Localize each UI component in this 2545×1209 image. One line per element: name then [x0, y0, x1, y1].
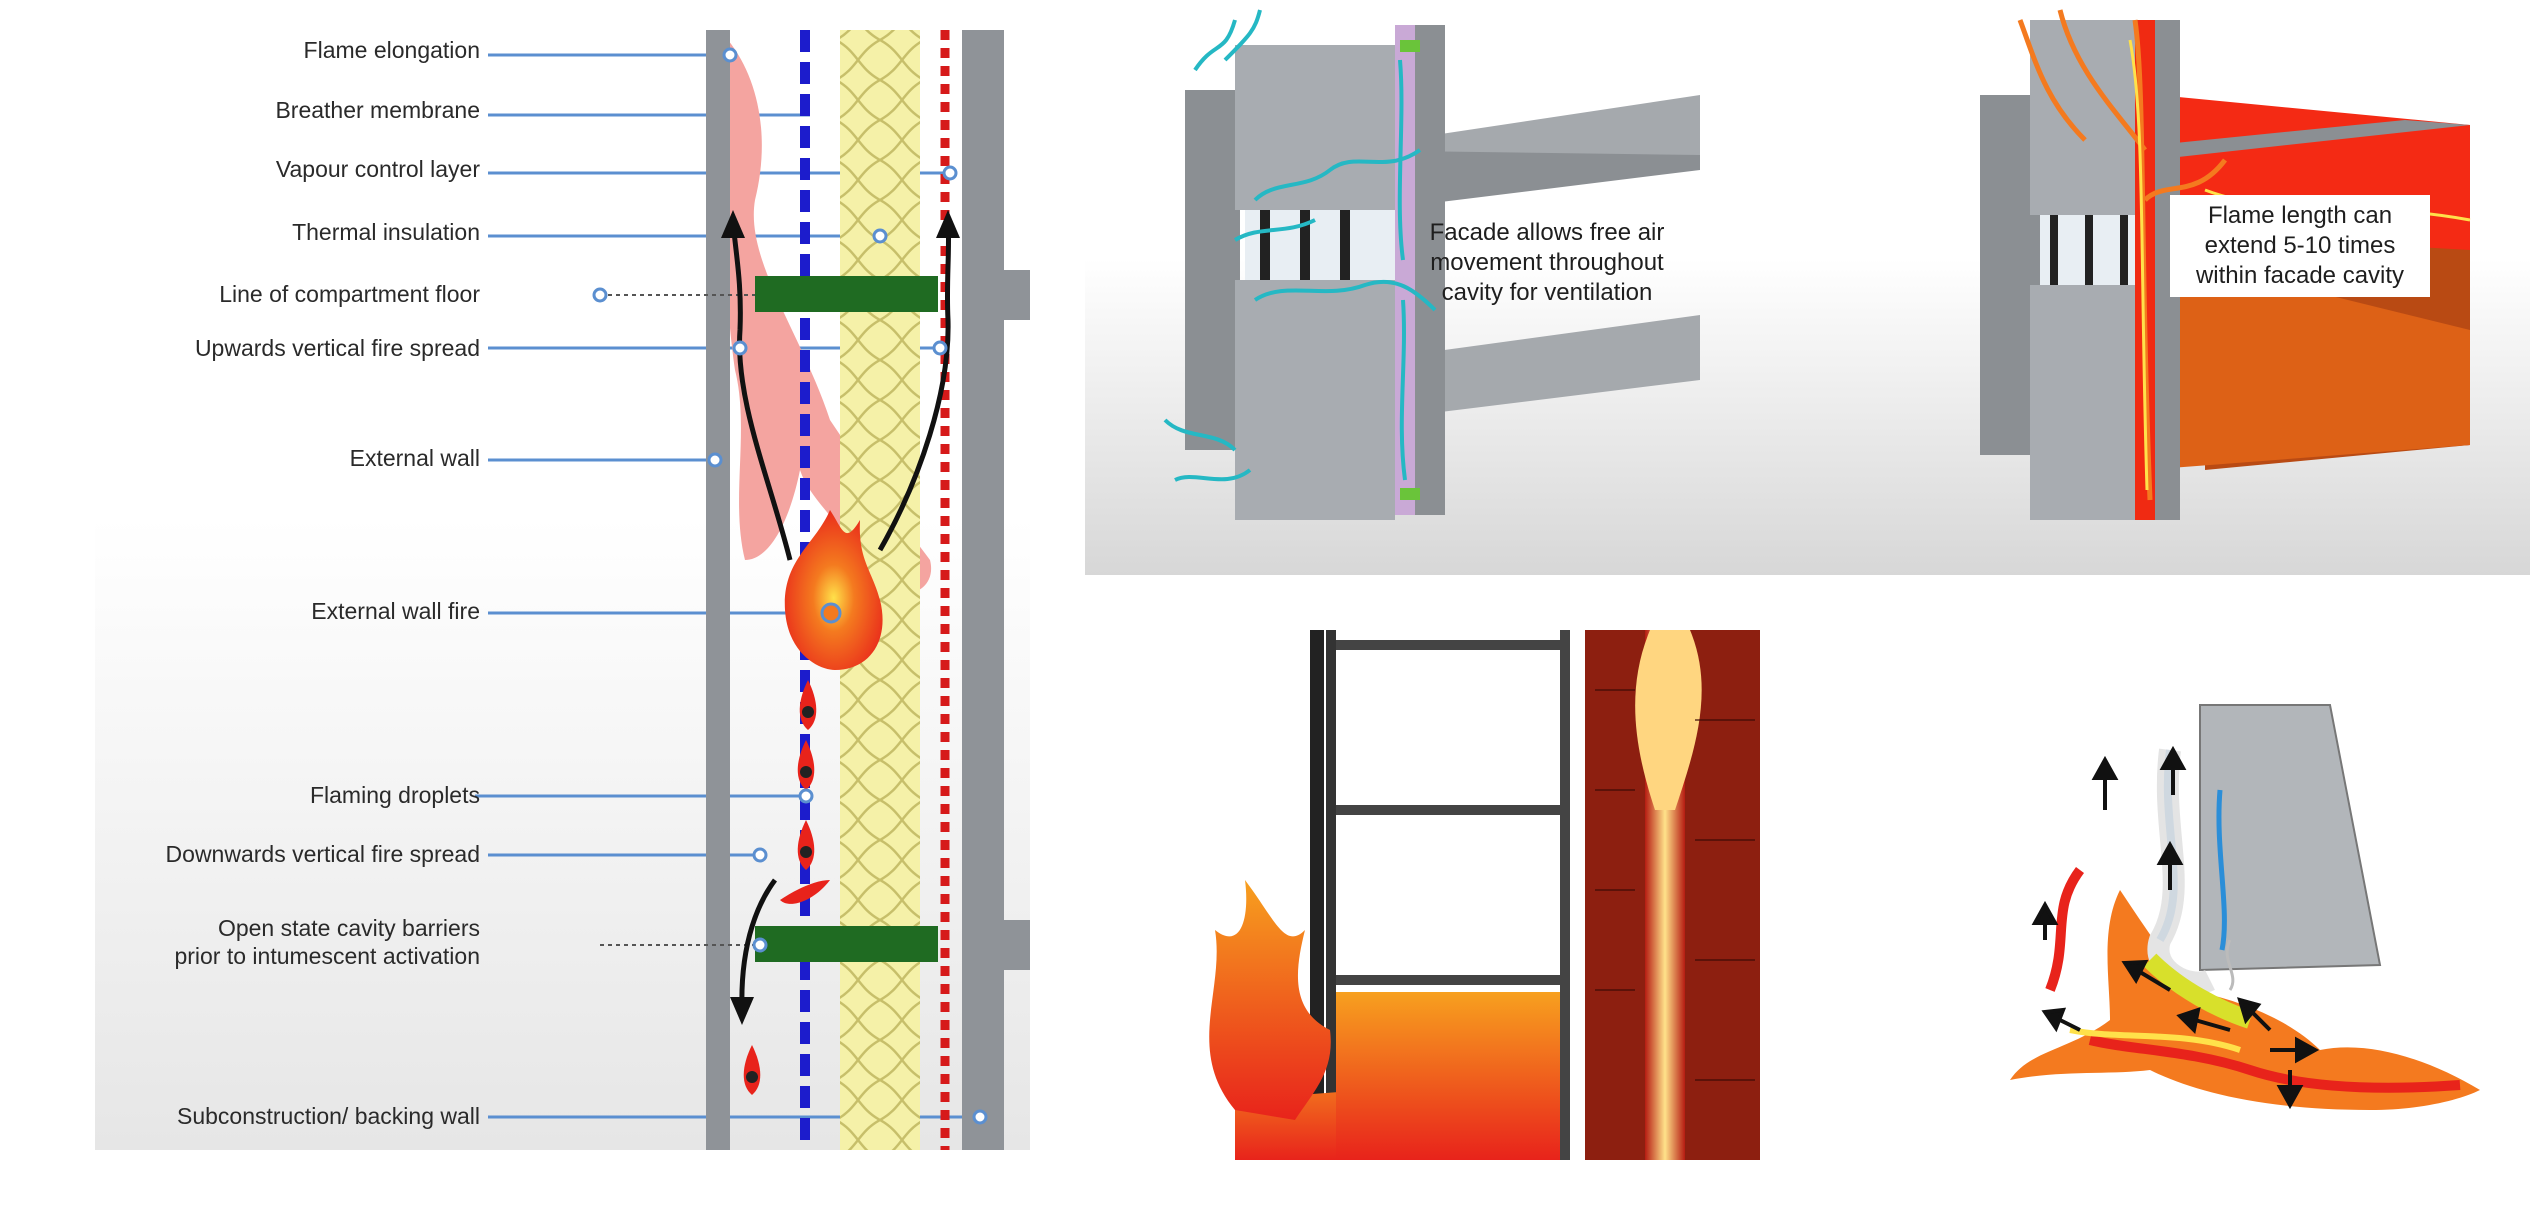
leader-endpoint-dots [592, 47, 988, 1125]
flame-length-note-line2: extend 5-10 times [2204, 232, 2396, 259]
external-wall-shape [706, 30, 730, 1150]
label-external-wall: External wall [349, 445, 480, 471]
ventilation-note-line3: cavity for ventilation [1441, 279, 1653, 306]
flame-length-note: Flame length can extend 5-10 times withi… [2170, 195, 2430, 297]
flame-length-note-line3: within facade cavity [2195, 262, 2405, 289]
label-upwards-vertical-fire-spread: Upwards vertical fire spread [194, 335, 480, 361]
label-vapour-control-layer: Vapour control layer [275, 156, 480, 182]
label-external-wall-fire: External wall fire [311, 598, 480, 624]
ventilated-facade-model [1185, 25, 1700, 520]
facade-fire-spread-panel [1195, 630, 1795, 1175]
dripping-flame-panel [1990, 690, 2490, 1160]
cavity-section-diagram: Flame elongation Breather membrane Vapou… [0, 0, 1060, 1209]
cavity-barrier-upper-shape [755, 276, 938, 312]
airflow-arrows [2031, 745, 2320, 1110]
label-thermal-insulation: Thermal insulation [292, 219, 480, 245]
label-open-state-cavity-barriers: Open state cavity barriers prior to intu… [174, 914, 480, 970]
label-breather-membrane: Breather membrane [275, 97, 480, 123]
ventilation-note: Facade allows free air movement througho… [1397, 218, 1697, 308]
label-line-of-compartment-floor: Line of compartment floor [219, 281, 480, 307]
flame-length-note-line1: Flame length can [2207, 202, 2393, 229]
ventilation-note-line1: Facade allows free air [1429, 219, 1665, 246]
smoke-plume-shape [724, 40, 932, 594]
flame-tongue-shape [1209, 880, 1331, 1120]
label-open-state-cavity-barriers-line1: Open state cavity barriers [217, 915, 480, 941]
ventilation-note-line2: movement throughout [1430, 249, 1664, 276]
dripping-flame-drawing [2010, 704, 2480, 1110]
facade-fire-spread-drawing [1209, 630, 1760, 1160]
external-wall-fire-shape [784, 510, 883, 670]
label-subconstruction-backing-wall: Subconstruction/ backing wall [177, 1103, 480, 1129]
label-flaming-droplets: Flaming droplets [309, 782, 480, 808]
flaming-droplets-shape [743, 680, 830, 1095]
ventilation-drawing [1085, 0, 2530, 575]
airflow-lines [1163, 9, 1437, 482]
cavity-barrier-lower-shape [755, 926, 938, 962]
backing-wall-shape [962, 30, 1004, 1150]
ventilation-facade-panel: Facade allows free air movement througho… [1085, 0, 2530, 575]
label-downwards-vertical-fire-spread: Downwards vertical fire spread [165, 841, 480, 867]
label-flame-elongation: Flame elongation [303, 37, 480, 63]
label-open-state-cavity-barriers-line2: prior to intumescent activation [174, 943, 480, 969]
cavity-section-drawing [95, 0, 1030, 1150]
